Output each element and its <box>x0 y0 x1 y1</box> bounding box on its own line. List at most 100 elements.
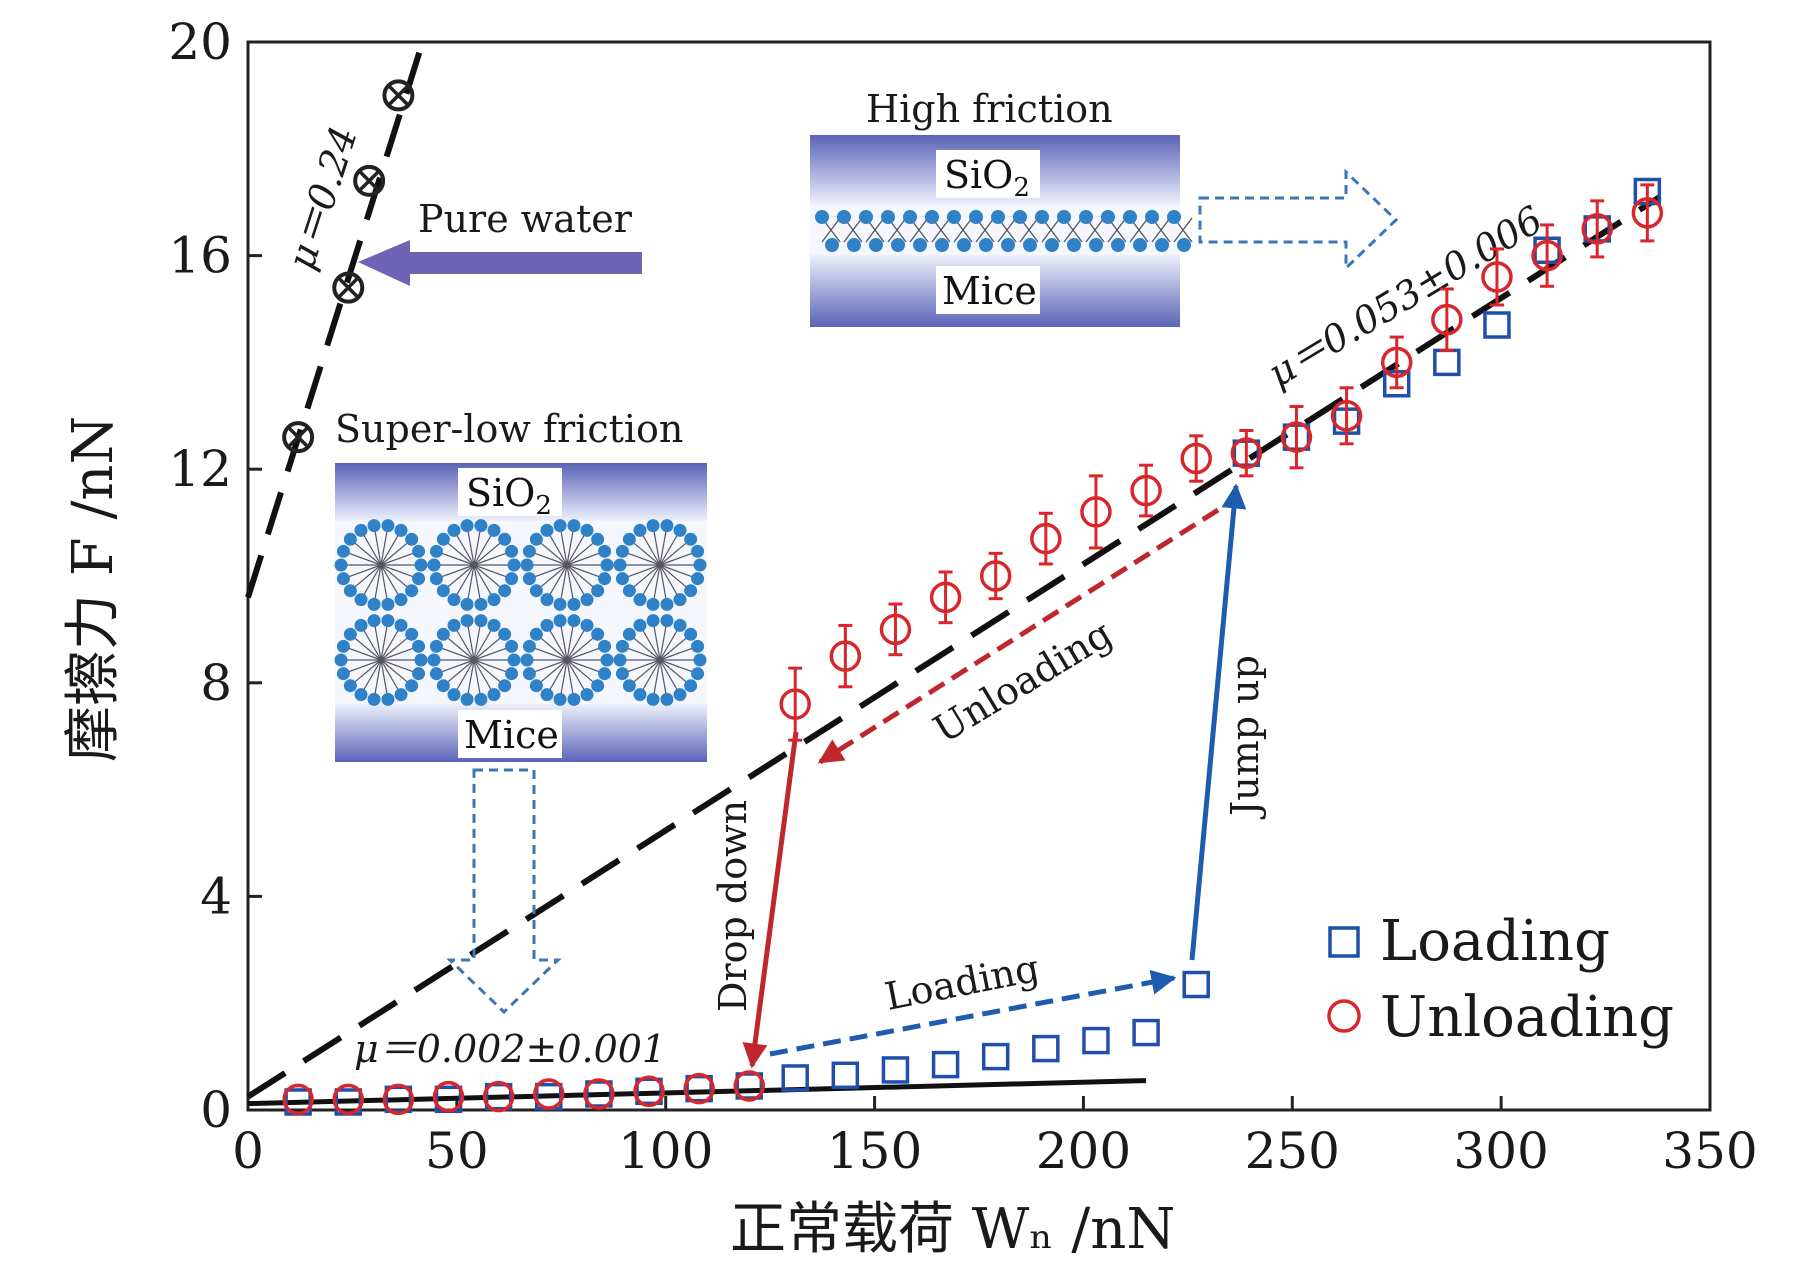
micelle-head <box>613 558 627 572</box>
micelle-tail <box>360 530 382 566</box>
micelle-head <box>598 544 612 558</box>
micelle-head <box>540 688 554 702</box>
micelle-head <box>553 519 567 533</box>
unloading-point <box>733 1070 766 1102</box>
micelle-head <box>580 618 594 632</box>
micelle-head <box>540 618 554 632</box>
unloading-point <box>1180 442 1212 475</box>
micelle-tail <box>349 633 382 661</box>
bilayer-head-top <box>837 210 851 224</box>
micelle-tail <box>566 659 575 700</box>
micelle-head <box>354 688 368 702</box>
y-tick-label: 8 <box>200 654 232 712</box>
micelle-head <box>394 688 408 702</box>
micelle-head <box>343 679 357 693</box>
micelle-head <box>673 618 687 632</box>
micelle-tail <box>380 550 419 566</box>
micelle-head <box>633 523 647 537</box>
drop-down-label: Drop down <box>711 800 755 1012</box>
micelle-tail <box>566 620 575 661</box>
micelle-tail <box>546 530 568 566</box>
sio2-label: SiO2 <box>466 471 552 521</box>
micelle-head <box>673 523 687 537</box>
micelle-tail <box>566 633 599 661</box>
micelle-head <box>598 639 612 653</box>
micelle-head <box>633 688 647 702</box>
bilayer-head-top <box>1079 210 1093 224</box>
micelle-head <box>447 688 461 702</box>
bilayer-head-top <box>1035 210 1049 224</box>
unloading-point <box>1130 474 1162 507</box>
micelle-head <box>334 653 348 667</box>
unloading-point <box>432 1080 465 1113</box>
bilayer-tail <box>1063 217 1083 243</box>
micelle-head <box>505 544 519 558</box>
inset-high-friction: SiO2 Mice High friction <box>810 87 1399 327</box>
micelle-tail <box>343 645 382 661</box>
micelle-head <box>343 532 357 546</box>
micelle-tail <box>380 659 419 675</box>
micelle-tail <box>628 564 661 592</box>
loading-point <box>685 1074 713 1103</box>
micelle-head <box>567 692 581 706</box>
unloading-point <box>879 613 912 646</box>
loading-point <box>1032 1034 1060 1063</box>
mice-label: Mice <box>464 713 559 757</box>
unloading-point <box>533 1078 565 1110</box>
micelle-head <box>633 618 647 632</box>
micelle-tail <box>349 564 382 592</box>
unloading-point <box>1581 213 1613 245</box>
unloading-arrow <box>817 507 1220 765</box>
x-tick-label: 0 <box>232 1122 264 1180</box>
unloading-point <box>1531 239 1563 272</box>
micelle-head <box>460 614 474 628</box>
super-low-down-arrow <box>446 768 562 1015</box>
bilayer-head-top <box>1101 210 1115 224</box>
micelle-head <box>540 523 554 537</box>
micelle-tail <box>659 659 692 687</box>
sio2-label-box <box>458 468 562 516</box>
micelle-tail <box>659 564 681 600</box>
micelle-head <box>381 692 395 706</box>
bilayer-head-top <box>859 210 873 224</box>
hf-sio2-box <box>936 150 1040 198</box>
bilayer-tail <box>1129 217 1149 243</box>
micelle-head <box>553 597 567 611</box>
micelle-tail <box>535 633 568 661</box>
micelle-tail <box>380 633 413 661</box>
micelle-tail <box>529 645 568 661</box>
micelle-head <box>412 667 426 681</box>
micelle-head <box>367 614 381 628</box>
micelle-tail <box>473 564 512 580</box>
micelle-tail <box>566 659 599 687</box>
micelle-tail <box>473 633 506 661</box>
loading-arrow <box>769 969 1177 1057</box>
micelle-head <box>460 519 474 533</box>
loading-point <box>484 1082 513 1111</box>
micelle-head <box>646 692 660 706</box>
x-tick-label: 50 <box>425 1122 489 1180</box>
bilayer-head-bottom <box>1155 238 1169 252</box>
legend-loading-label: Loading <box>1380 909 1610 974</box>
micelle-tail <box>466 564 475 605</box>
micelle-tail <box>436 550 475 566</box>
micelle-tail <box>360 625 382 661</box>
fit-line <box>247 1078 1147 1107</box>
micelle-head <box>600 653 614 667</box>
micelle-tail <box>559 620 568 661</box>
y-tick-label: 20 <box>168 13 232 71</box>
micelle-tail <box>659 633 692 661</box>
bilayer-head-bottom <box>891 238 905 252</box>
unloading-point <box>1631 197 1664 229</box>
micelle-tail <box>473 620 482 661</box>
micelle-head <box>673 688 687 702</box>
fit-line <box>245 51 423 599</box>
unloading-point <box>1481 261 1513 293</box>
micelle-tail <box>566 625 588 661</box>
bilayer-head-top <box>991 210 1005 224</box>
micelle-tail <box>652 564 661 605</box>
hf-mice-label: Mice <box>942 269 1037 313</box>
unloading-point <box>332 1083 365 1116</box>
micelle-tail <box>622 659 661 675</box>
micelle-tail <box>436 645 475 661</box>
